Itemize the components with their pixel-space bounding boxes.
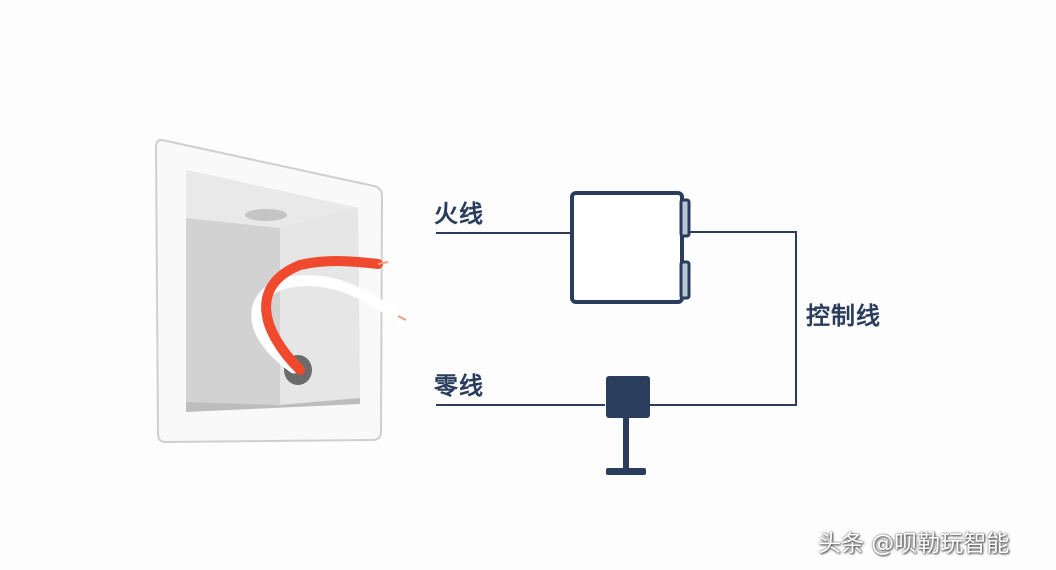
live-wire-label: 火线 [434,200,484,228]
control-wire-label: 控制线 [806,302,881,330]
switch [570,191,691,304]
live-cable [261,256,383,375]
wall-box [154,138,407,444]
neutral-wire-label: 零线 [434,372,484,400]
neutral-cable [251,275,406,374]
wires [436,231,797,406]
lamp [606,376,650,475]
watermark: 头条 @呗勒玩智能 [818,531,1010,557]
screw-hole [245,209,287,221]
